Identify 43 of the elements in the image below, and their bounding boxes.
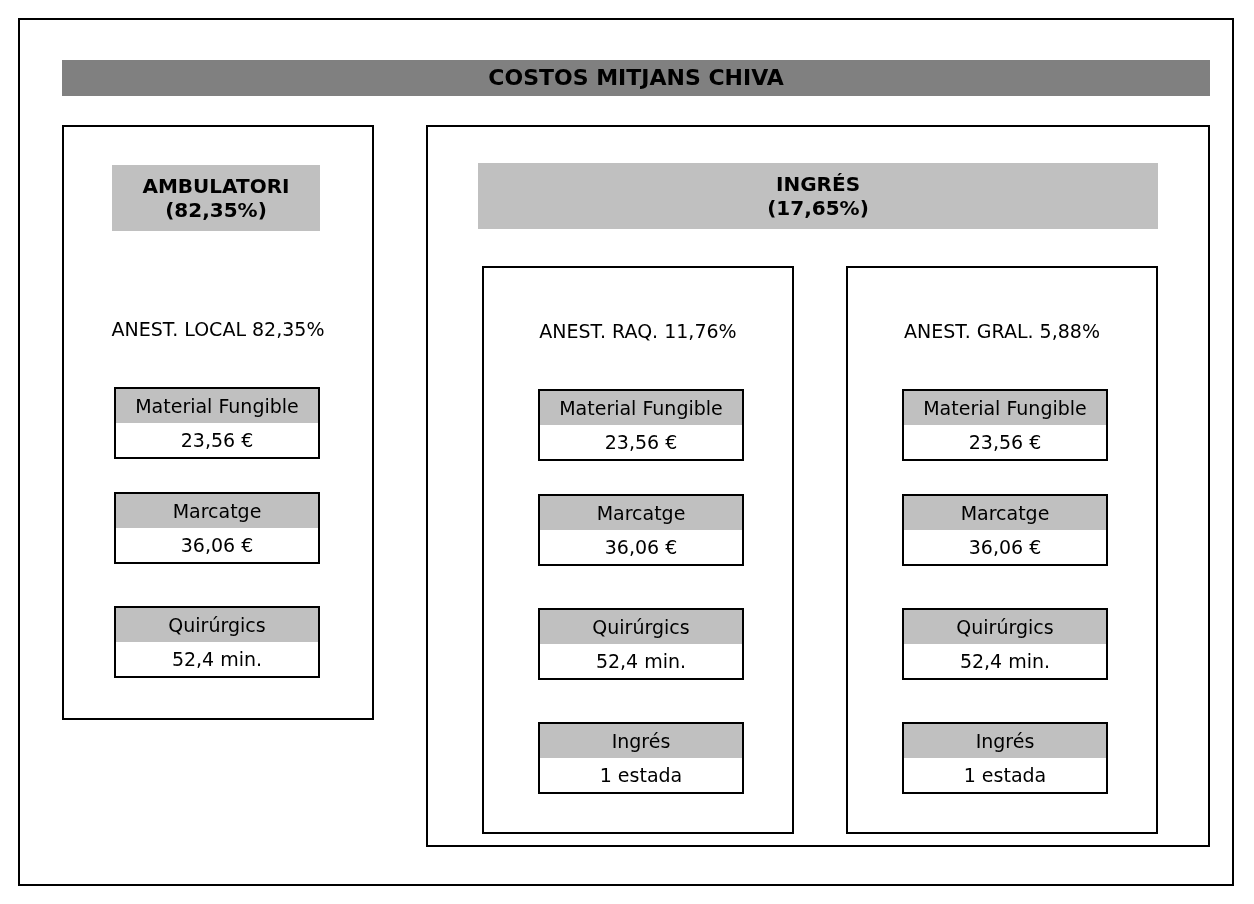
cost-value: 36,06 € <box>967 535 1043 560</box>
cost-heading: Ingrés <box>904 724 1106 758</box>
cost-box <box>902 494 1108 566</box>
anesthesia-panel <box>846 266 1158 834</box>
cost-heading: Marcatge <box>904 496 1106 530</box>
anesthesia-label: ANEST. LOCAL 82,35% <box>110 317 326 342</box>
cost-value: 23,56 € <box>967 430 1043 455</box>
cost-box <box>538 722 744 794</box>
cost-value: 52,4 min. <box>170 647 264 672</box>
cost-box <box>902 722 1108 794</box>
cost-heading: Quirúrgics <box>540 610 742 644</box>
anesthesia-label: ANEST. GRAL. 5,88% <box>903 319 1101 344</box>
cost-box <box>114 492 320 564</box>
cost-value: 1 estada <box>962 763 1048 788</box>
category-panel <box>62 125 374 720</box>
cost-value: 36,06 € <box>603 535 679 560</box>
cost-heading: Ingrés <box>540 724 742 758</box>
cost-box <box>902 389 1108 461</box>
cost-box <box>538 389 744 461</box>
cost-value: 23,56 € <box>603 430 679 455</box>
cost-value: 52,4 min. <box>958 649 1052 674</box>
cost-box <box>902 608 1108 680</box>
cost-heading: Marcatge <box>540 496 742 530</box>
category-heading: INGRÉS (17,65%) <box>478 163 1158 229</box>
cost-value: 36,06 € <box>179 533 255 558</box>
cost-box <box>114 606 320 678</box>
cost-heading: Quirúrgics <box>116 608 318 642</box>
cost-heading: Quirúrgics <box>904 610 1106 644</box>
cost-heading: Marcatge <box>116 494 318 528</box>
cost-heading: Material Fungible <box>116 389 318 423</box>
cost-box <box>538 608 744 680</box>
cost-heading: Material Fungible <box>540 391 742 425</box>
cost-box <box>114 387 320 459</box>
category-panel <box>426 125 1210 847</box>
cost-value: 52,4 min. <box>594 649 688 674</box>
anesthesia-panel <box>482 266 794 834</box>
category-heading: AMBULATORI (82,35%) <box>112 165 320 231</box>
title-band: COSTOS MITJANS CHIVA <box>62 60 1210 96</box>
cost-box <box>538 494 744 566</box>
cost-value: 23,56 € <box>179 428 255 453</box>
cost-heading: Material Fungible <box>904 391 1106 425</box>
anesthesia-label: ANEST. RAQ. 11,76% <box>538 319 738 344</box>
cost-value: 1 estada <box>598 763 684 788</box>
